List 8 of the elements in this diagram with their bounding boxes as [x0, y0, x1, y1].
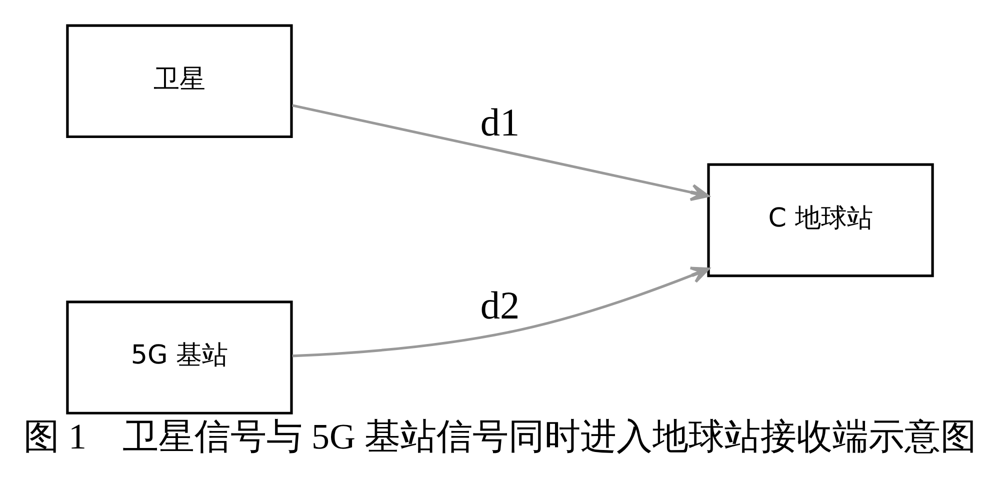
edge-label: d1 [480, 101, 520, 144]
arrow [292, 266, 710, 358]
caption: 图 1 卫星信号与 5G 基站信号同时进入地球站接收端示意图 [24, 416, 976, 456]
edge-label: d2 [480, 284, 520, 328]
arrow [292, 104, 710, 201]
node-box: 卫星 [66, 24, 293, 138]
node-box: 5G 基站 [66, 300, 293, 414]
node-box: C 地球站 [707, 163, 934, 278]
